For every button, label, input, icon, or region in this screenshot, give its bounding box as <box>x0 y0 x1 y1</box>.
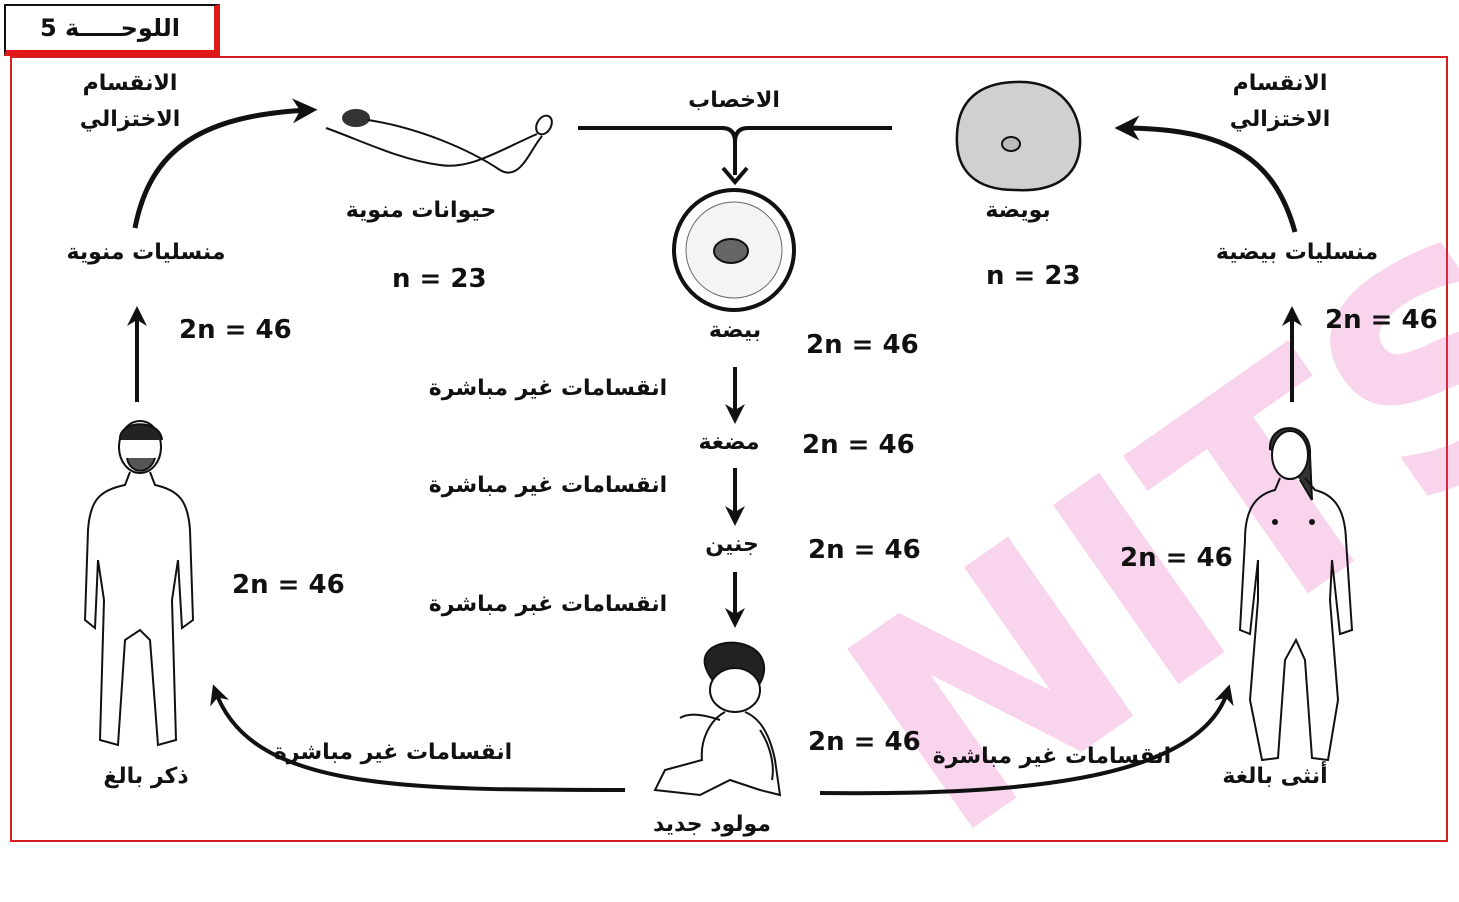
meiosis-label-left: الانقسام الاختزالي <box>79 71 181 132</box>
mitosis-label-2: انقسامات غير مباشرة <box>428 473 668 498</box>
ovum-ploidy: n = 23 <box>986 261 1081 291</box>
mitosis-label-right: انقسامات غير مباشرة <box>932 744 1172 769</box>
zygote-label: بيضة <box>708 318 762 343</box>
oogonia-label: منسليات بيضية <box>1215 240 1379 265</box>
spermatogonia-ploidy: 2n = 46 <box>179 315 292 345</box>
adult-male-image <box>83 420 195 747</box>
embryo-ploidy: 2n = 46 <box>802 430 915 460</box>
spermatogonia-label: منسليات منوية <box>66 240 226 265</box>
ovum-label: بويضة <box>985 198 1051 223</box>
meiosis-arrow-left <box>132 98 318 229</box>
sperm-cells-image <box>325 109 553 174</box>
mitosis-label-1: انقسامات غير مباشرة <box>428 376 668 401</box>
newborn-image <box>653 641 782 797</box>
sperm-ploidy: n = 23 <box>392 264 487 294</box>
adult-female-image <box>1238 427 1354 762</box>
fetus-label: جنين <box>705 532 759 557</box>
oogonia-ploidy: 2n = 46 <box>1325 305 1438 335</box>
male-ploidy: 2n = 46 <box>232 570 345 600</box>
zygote-ploidy: 2n = 46 <box>806 330 919 360</box>
plate-label: اللوحـــــة 5 <box>4 4 220 56</box>
adult-male-label: ذكر بالغ <box>103 764 189 789</box>
fertilization-bracket <box>578 126 892 175</box>
embryo-label: مضغة <box>698 430 760 455</box>
female-ploidy: 2n = 46 <box>1120 543 1233 573</box>
ovum-image <box>955 80 1082 192</box>
arrow-newborn-to-female <box>819 684 1234 796</box>
sperm-cells-label: حيوانات منوية <box>345 198 497 223</box>
diagram-art <box>83 80 1354 797</box>
newborn-label: مولود جديد <box>653 812 771 837</box>
fertilization-label: الاخصاب <box>688 88 780 113</box>
arrow-newborn-to-male <box>210 684 626 792</box>
mitosis-label-3: انقسامات غبر مباشرة <box>428 592 668 617</box>
meiosis-arrow-right <box>1114 115 1298 233</box>
adult-female-label: أنثى بالغة <box>1222 764 1328 789</box>
diagram-frame <box>10 56 1448 842</box>
meiosis-label-right: الانقسام الاختزالي <box>1229 71 1331 132</box>
mitosis-label-left: انقسامات غير مباشرة <box>273 740 513 765</box>
zygote-image <box>672 188 796 312</box>
newborn-ploidy: 2n = 46 <box>808 727 921 757</box>
fetus-ploidy: 2n = 46 <box>808 535 921 565</box>
